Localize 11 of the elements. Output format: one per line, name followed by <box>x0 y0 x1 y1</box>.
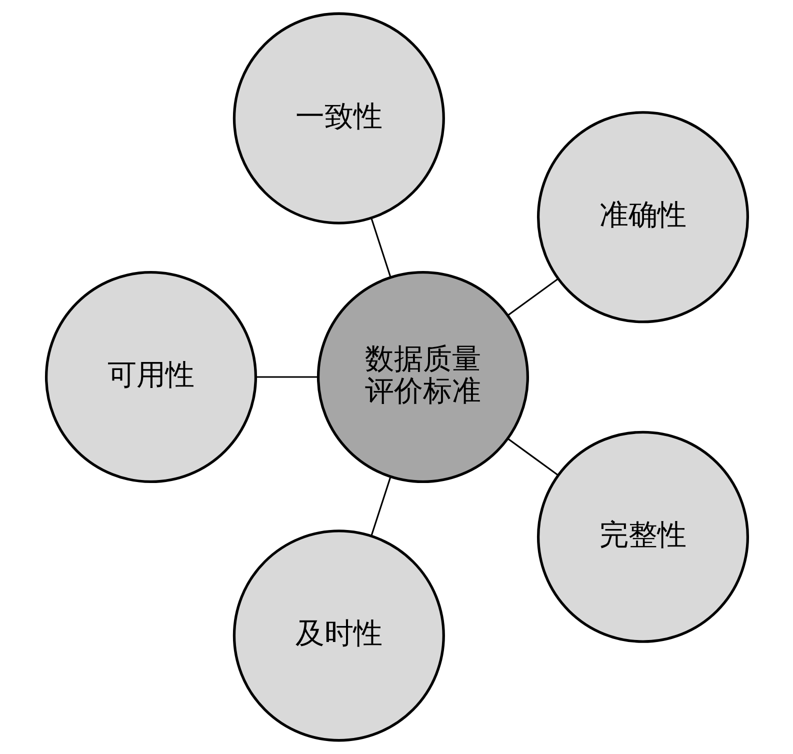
node-circle: 数据质量评价标准 <box>316 270 528 484</box>
connector <box>370 476 391 536</box>
connector <box>507 438 558 476</box>
node-circle: 一致性 <box>232 12 444 224</box>
node-circle: 可用性 <box>44 270 257 484</box>
node-circle: 完整性 <box>536 430 749 643</box>
connector <box>507 278 558 316</box>
connector <box>370 218 391 278</box>
node-circle: 及时性 <box>232 530 444 742</box>
connector <box>255 376 318 378</box>
node-circle: 准确性 <box>536 111 749 324</box>
